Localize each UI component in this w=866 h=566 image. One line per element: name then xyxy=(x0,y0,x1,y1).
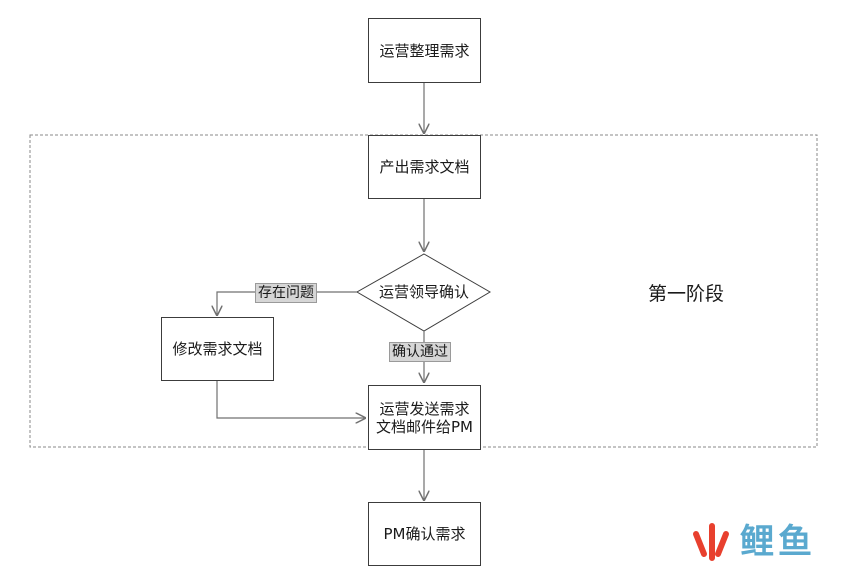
node-send-doc-to-pm: 运营发送需求 文档邮件给PM xyxy=(368,385,481,450)
stage-label: 第一阶段 xyxy=(648,283,725,305)
node-produce-requirement-doc-label: 产出需求文档 xyxy=(379,158,470,176)
watermark-logo: 鲤鱼 xyxy=(690,520,850,564)
node-produce-requirement-doc: 产出需求文档 xyxy=(368,135,481,199)
node-collect-requirements: 运营整理需求 xyxy=(368,18,481,83)
edge-revise-to-send xyxy=(216,381,365,418)
node-send-doc-to-pm-line1: 运营发送需求 xyxy=(379,399,470,418)
node-leader-review-label: 运营领导确认 xyxy=(378,283,469,301)
node-collect-requirements-label: 运营整理需求 xyxy=(379,41,470,60)
node-pm-confirm: PM确认需求 xyxy=(368,502,481,566)
node-send-doc-to-pm-line2: 文档邮件给PM xyxy=(376,417,473,436)
node-pm-confirm-label: PM确认需求 xyxy=(383,525,466,543)
node-revise-requirement-doc-label: 修改需求文档 xyxy=(172,340,263,358)
edge-label-has-issue: 存在问题 xyxy=(255,283,317,303)
flame-logo-icon xyxy=(693,523,729,561)
edge-label-approved: 确认通过 xyxy=(389,342,451,362)
node-revise-requirement-doc: 修改需求文档 xyxy=(161,317,274,381)
logo-text: 鲤鱼 xyxy=(740,522,816,562)
